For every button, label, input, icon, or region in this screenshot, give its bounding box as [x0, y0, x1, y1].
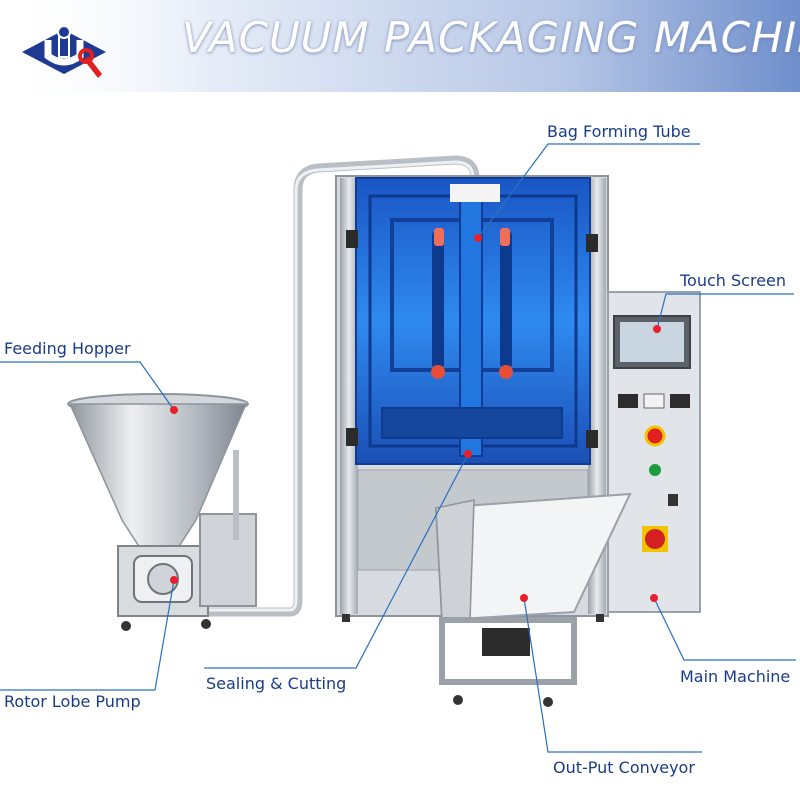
marker-bag-forming-tube [474, 234, 482, 242]
marker-sealing-cutting [464, 450, 472, 458]
label-out-put-conveyor: Out-Put Conveyor [553, 758, 695, 777]
leader-touch-screen [656, 293, 794, 330]
leader-sealing-cutting [204, 453, 469, 669]
label-touch-screen: Touch Screen [680, 271, 787, 290]
main-machine-frame [335, 175, 609, 617]
leader-bag-forming-tube [477, 143, 700, 239]
label-sealing-cutting: Sealing & Cutting [206, 674, 347, 693]
rotor-lobe-pump-shape [117, 450, 257, 631]
label-main-machine: Main Machine [680, 667, 791, 686]
leader-rotor-lobe-pump [0, 579, 175, 691]
page-title: VACUUM PACKAGING MACHINE [182, 13, 800, 62]
marker-out-put-conveyor [520, 594, 528, 602]
leader-main-machine [653, 597, 796, 661]
leader-out-put-conveyor [523, 597, 702, 753]
leader-feeding-hopper [0, 361, 175, 411]
out-put-conveyor-shape [434, 492, 632, 707]
marker-touch-screen [653, 325, 661, 333]
company-logo-icon [22, 24, 106, 78]
label-rotor-lobe-pump: Rotor Lobe Pump [4, 692, 141, 711]
control-cabinet [607, 291, 701, 613]
marker-main-machine [650, 594, 658, 602]
marker-feeding-hopper [170, 406, 178, 414]
label-bag-forming-tube: Bag Forming Tube [547, 122, 691, 141]
header-band [0, 0, 800, 92]
label-feeding-hopper: Feeding Hopper [4, 339, 131, 358]
marker-rotor-lobe-pump [170, 576, 178, 584]
